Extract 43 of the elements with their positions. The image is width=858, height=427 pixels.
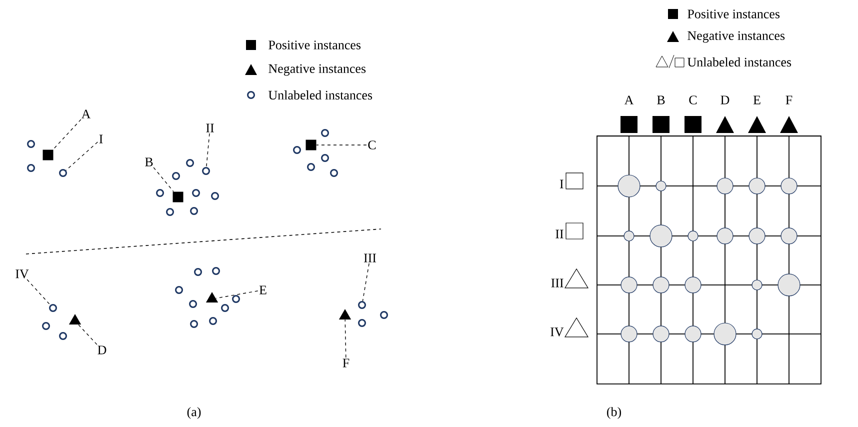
panel-caption: (b) [607, 407, 622, 419]
column-label: B [657, 96, 665, 104]
instance-label: IV [16, 270, 29, 278]
instance-label: D [98, 346, 106, 354]
square-marker [172, 192, 184, 202]
leader-line [344, 319, 346, 358]
leader-line [216, 290, 258, 299]
triangle-marker [338, 308, 352, 320]
column-label: C [689, 96, 697, 104]
square-marker [306, 140, 316, 150]
row-label: IV [550, 328, 564, 336]
leader-line [206, 133, 210, 168]
legend-label: Unlabeled instances [687, 57, 792, 67]
row-label: III [551, 278, 564, 288]
panel-caption: (a) [187, 407, 201, 419]
instance-label: B [145, 158, 153, 166]
leader-line [52, 119, 82, 150]
instance-label: I [99, 134, 103, 144]
triangle-marker [206, 292, 218, 302]
column-label: E [753, 96, 760, 104]
instance-label: E [259, 286, 266, 294]
legend-label: Negative instances [268, 64, 366, 76]
column-label: F [786, 96, 792, 104]
legend-label: Positive instances [688, 10, 780, 18]
legend-label: Unlabeled instances [268, 90, 372, 100]
triangle-marker [68, 314, 82, 324]
leader-line [362, 263, 370, 302]
leader-line [26, 279, 51, 306]
instance-label: A [81, 110, 91, 118]
row-label: I [560, 180, 564, 188]
leader-line [78, 324, 98, 345]
instance-label: C [368, 140, 376, 150]
square-marker [42, 150, 54, 160]
instance-label: III [364, 254, 376, 262]
instance-label: F [342, 358, 350, 368]
leader-line [66, 142, 98, 171]
column-label: A [624, 96, 634, 104]
legend-label: Negative instances [688, 31, 785, 43]
leader-line [316, 144, 367, 146]
legend-label: Positive instances [268, 40, 361, 50]
instance-label: II [206, 124, 214, 132]
column-label: D [720, 96, 730, 104]
row-label: II [556, 230, 564, 238]
